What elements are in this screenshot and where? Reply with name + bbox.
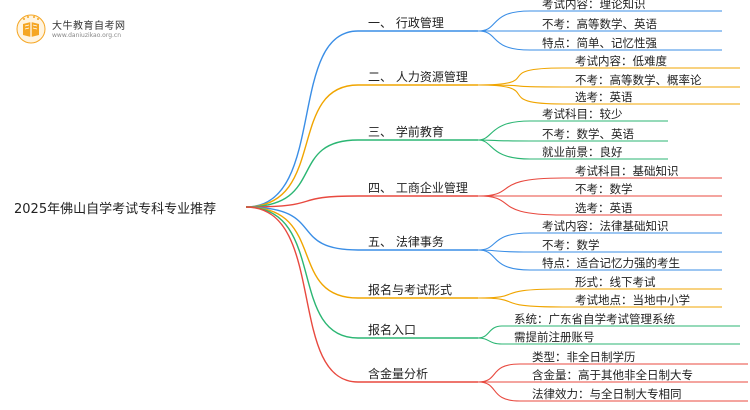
branch-label: 四、 工商企业管理 <box>368 181 468 195</box>
branch-label: 五、 法律事务 <box>368 235 444 249</box>
root-topic: 2025年佛山自学考试专科专业推荐 <box>14 202 217 217</box>
leaf-label: 不考：数学 <box>542 238 600 252</box>
leaf-label: 需提前注册账号 <box>514 330 595 344</box>
leaf-label: 类型：非全日制学历 <box>532 350 636 364</box>
site-logo[interactable]: 大牛教育自考网 www.daniuzikao.org.cn <box>16 14 136 44</box>
leaf-connector <box>477 249 531 271</box>
logo-title: 大牛教育自考网 <box>52 21 126 32</box>
branch-label: 报名入口 <box>368 323 417 337</box>
leaf-label: 就业前景：良好 <box>542 145 623 159</box>
leaf-label: 不考：数学、英语 <box>542 127 634 141</box>
leaf-connector <box>477 10 531 32</box>
leaf-label: 考试科目：较少 <box>542 107 623 121</box>
leaf-label: 系统：广东省自学考试管理系统 <box>514 312 675 326</box>
leaf-label: 不考：高等数学、概率论 <box>575 73 702 87</box>
root-branch-connector <box>245 30 359 208</box>
leaf-connector <box>477 337 503 345</box>
leaf-connector <box>477 288 564 299</box>
leaf-connector <box>477 84 564 88</box>
leaf-label: 选考：英语 <box>575 201 633 215</box>
leaf-connector <box>477 139 531 142</box>
branch-label: 一、 行政管理 <box>368 16 444 30</box>
leaf-label: 法律效力：与全日制大专相同 <box>532 387 682 401</box>
leaf-connector <box>477 232 531 251</box>
leaf-connector <box>477 120 531 141</box>
leaf-label: 考试科目：基础知识 <box>575 164 679 178</box>
root-branch-connector <box>245 206 359 251</box>
leaf-connector <box>477 195 564 216</box>
leaf-connector <box>477 139 531 160</box>
leaf-label: 考试内容：低难度 <box>575 54 667 68</box>
root-branch-connector <box>245 195 359 208</box>
branch-label: 二、 人力资源管理 <box>368 70 468 84</box>
leaf-connector <box>477 325 503 339</box>
leaf-connector <box>477 363 521 383</box>
leaf-label: 特点：适合记忆力强的考生 <box>542 256 680 270</box>
leaf-connector <box>477 177 564 197</box>
root-branch-connector <box>245 139 359 208</box>
root-branch-connector <box>245 206 359 299</box>
book-logo-icon <box>16 14 46 44</box>
root-branch-connector <box>245 84 359 208</box>
leaf-label: 形式：线下考试 <box>575 275 656 289</box>
leaf-connector <box>477 381 521 402</box>
leaf-connector <box>477 84 564 105</box>
leaf-label: 考试内容：法律基础知识 <box>542 219 669 233</box>
leaf-label: 选考：英语 <box>575 90 633 104</box>
leaf-label: 考试内容：理论知识 <box>542 0 646 11</box>
leaf-label: 特点：简单、记忆性强 <box>542 36 657 50</box>
root-branch-connector <box>245 206 359 339</box>
leaf-label: 不考：高等数学、英语 <box>542 17 657 31</box>
logo-url: www.daniuzikao.org.cn <box>52 32 122 39</box>
leaf-connector <box>477 67 564 86</box>
leaf-label: 含金量：高于其他非全日制大专 <box>532 368 693 382</box>
branch-label: 报名与考试形式 <box>368 283 453 297</box>
leaf-connector <box>477 297 564 308</box>
leaf-label: 不考：数学 <box>575 182 633 196</box>
root-branch-connector <box>245 206 359 383</box>
leaf-label: 考试地点：当地中小学 <box>575 293 690 307</box>
leaf-connector <box>477 30 531 51</box>
branch-label: 含金量分析 <box>368 367 429 381</box>
branch-label: 三、 学前教育 <box>368 125 444 139</box>
